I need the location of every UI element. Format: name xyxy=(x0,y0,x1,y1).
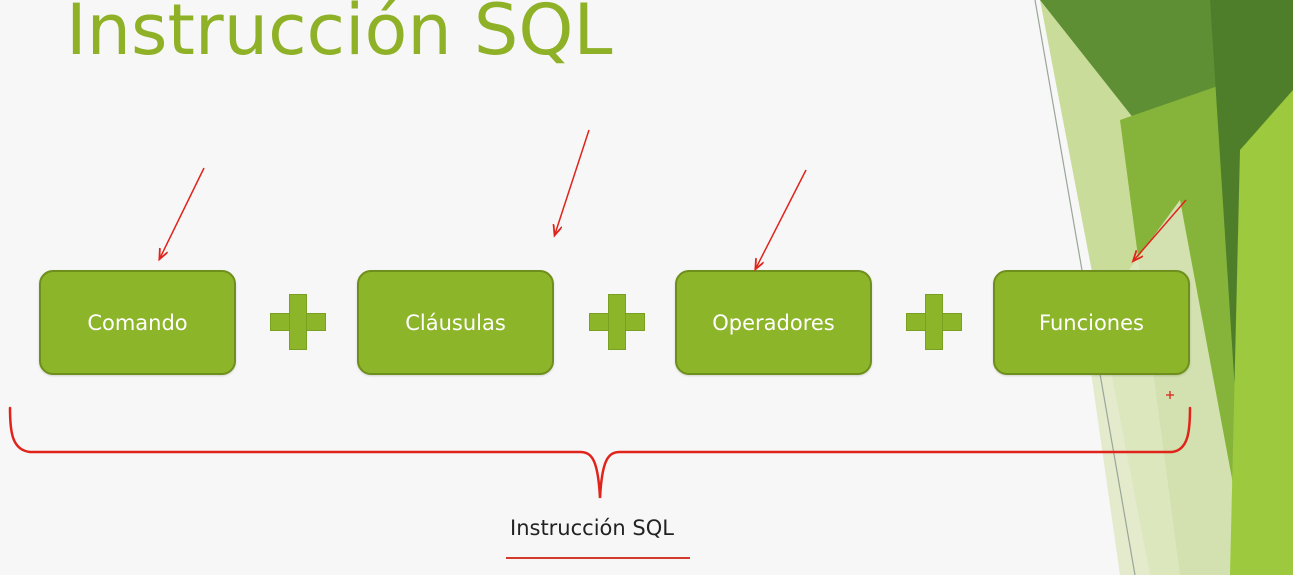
box-operadores: Operadores xyxy=(675,270,872,375)
caption-label: Instrucción SQL xyxy=(510,516,674,540)
box-comando-label: Comando xyxy=(87,310,188,335)
plus-icon xyxy=(270,294,326,350)
caption-underline xyxy=(506,557,690,559)
plus-icon xyxy=(589,294,645,350)
plus-icon xyxy=(906,294,962,350)
box-funciones: Funciones xyxy=(993,270,1190,375)
box-operadores-label: Operadores xyxy=(712,310,835,335)
box-clausulas-label: Cláusulas xyxy=(405,310,506,335)
bg-shape-lime xyxy=(1230,90,1293,575)
box-comando: Comando xyxy=(39,270,236,375)
box-funciones-label: Funciones xyxy=(1039,310,1144,335)
box-clausulas: Cláusulas xyxy=(357,270,554,375)
slide-title: Instrucción SQL xyxy=(66,0,613,71)
